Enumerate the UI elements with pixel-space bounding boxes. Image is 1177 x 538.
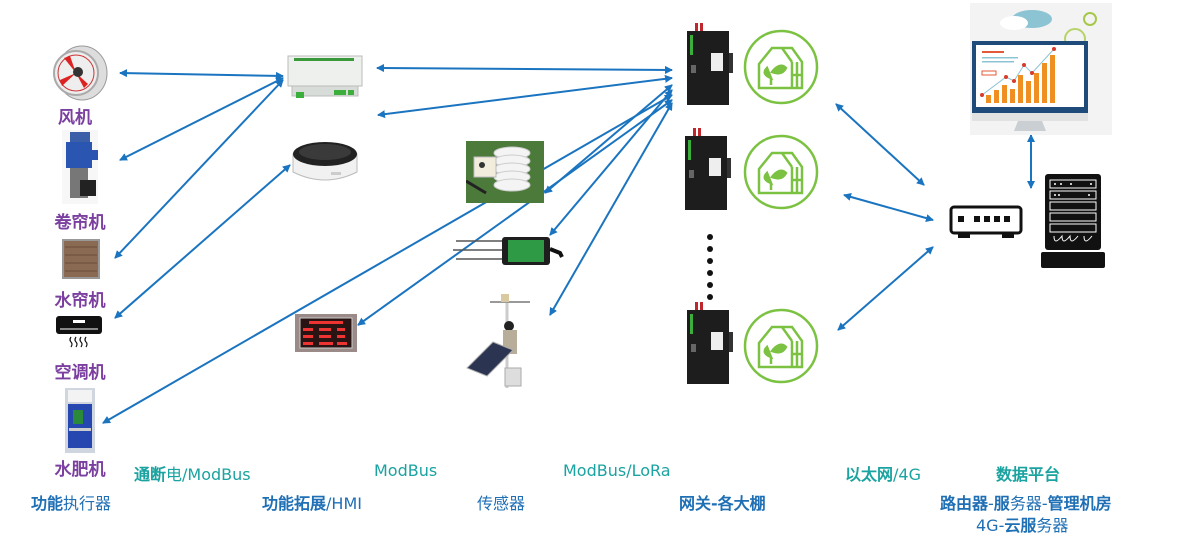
server-rack-icon [1041, 174, 1105, 268]
category-gateway: 网关-各大棚 [679, 494, 766, 513]
fertigation-image [65, 388, 95, 453]
category-actuator-rest: 执行器 [63, 494, 112, 513]
fan-label: 风机 [58, 108, 92, 128]
roller-label: 卷帘机 [54, 213, 106, 233]
server-line2-part2: 云服 [1004, 516, 1037, 535]
arrow-relay-roller [119, 77, 284, 161]
air-conditioner-icon [55, 315, 105, 349]
protocol-ethernet-bold: 以太网 [845, 465, 894, 484]
arrow-gw-sensor1 [544, 84, 673, 194]
category-extension: 功能拓展/HMI [262, 490, 362, 514]
category-actuator-bold: 功能 [31, 494, 64, 513]
category-extension-bold: 功能拓展 [262, 494, 327, 513]
relay-module-image [286, 52, 364, 100]
arrow-relay-fan [119, 69, 284, 80]
protocol-onoff-rest: 电/ModBus [166, 465, 251, 484]
greenhouse-3-icon [742, 307, 820, 385]
arrow-gw-relay [376, 64, 673, 74]
category-sensor: 传感器 [477, 494, 526, 513]
weather-station-image [465, 292, 535, 390]
protocol-modbus-lora: ModBus/LoRa [563, 461, 671, 480]
roller-image [60, 128, 100, 206]
soil-sensor-image [448, 233, 566, 268]
water-curtain-label: 水帘机 [54, 291, 106, 311]
greenhouse-2-icon [742, 133, 820, 211]
data-platform-image [970, 3, 1112, 135]
fan-image [50, 44, 110, 102]
greenhouse-1-icon [742, 28, 820, 106]
protocol-ethernet-rest: /4G [893, 465, 921, 484]
gateway-1-image [683, 23, 735, 107]
air-conditioner-label: 空调机 [54, 363, 106, 383]
ir-hub-image [291, 138, 359, 188]
arrow-hub-ac [114, 164, 291, 319]
router-icon [948, 204, 1024, 240]
arrow-relay-curtain [114, 79, 284, 259]
arrow-gw-sensor2 [549, 89, 673, 236]
server-line1-part1: 路由器 [940, 494, 989, 513]
arrow-gw-weather [549, 102, 673, 316]
arrow-gw3-router [837, 246, 934, 331]
gateway-3-image [683, 302, 735, 386]
protocol-onoff-bold: 通断 [134, 465, 167, 484]
category-actuator: 功能执行器 [31, 490, 111, 514]
server-line1-part4: 务器- [1009, 494, 1048, 513]
category-extension-rest: /HMI [326, 494, 362, 513]
ellipsis-dots [706, 233, 716, 303]
protocol-onoff-modbus: 通断电/ModBus [134, 461, 251, 485]
water-curtain-image [62, 239, 100, 279]
arrow-gw2-router [843, 193, 934, 222]
server-line1-part5: 管理机房 [1047, 494, 1112, 513]
hmi-display-image [295, 314, 357, 352]
arrow-gw1-router [835, 103, 925, 186]
temp-humidity-sensor-image [465, 141, 544, 203]
arrow-gw-fertigation [102, 94, 673, 424]
category-server-line1: 路由器-服务器-管理机房 [940, 490, 1112, 514]
arrow-gw-hub [377, 74, 673, 119]
server-line1-part2: - [988, 494, 994, 513]
server-line1-part3: 服 [993, 494, 1010, 513]
protocol-ethernet-4g: 以太网/4G [845, 461, 921, 485]
fertigation-label: 水肥机 [54, 460, 106, 480]
server-line2-part1: 4G- [976, 516, 1005, 535]
protocol-modbus: ModBus [374, 461, 438, 480]
server-line2-part3: 务器 [1036, 516, 1069, 535]
data-platform-label: 数据平台 [996, 465, 1061, 484]
gateway-2-image [681, 128, 733, 212]
category-server-line2: 4G-云服务器 [976, 512, 1068, 536]
